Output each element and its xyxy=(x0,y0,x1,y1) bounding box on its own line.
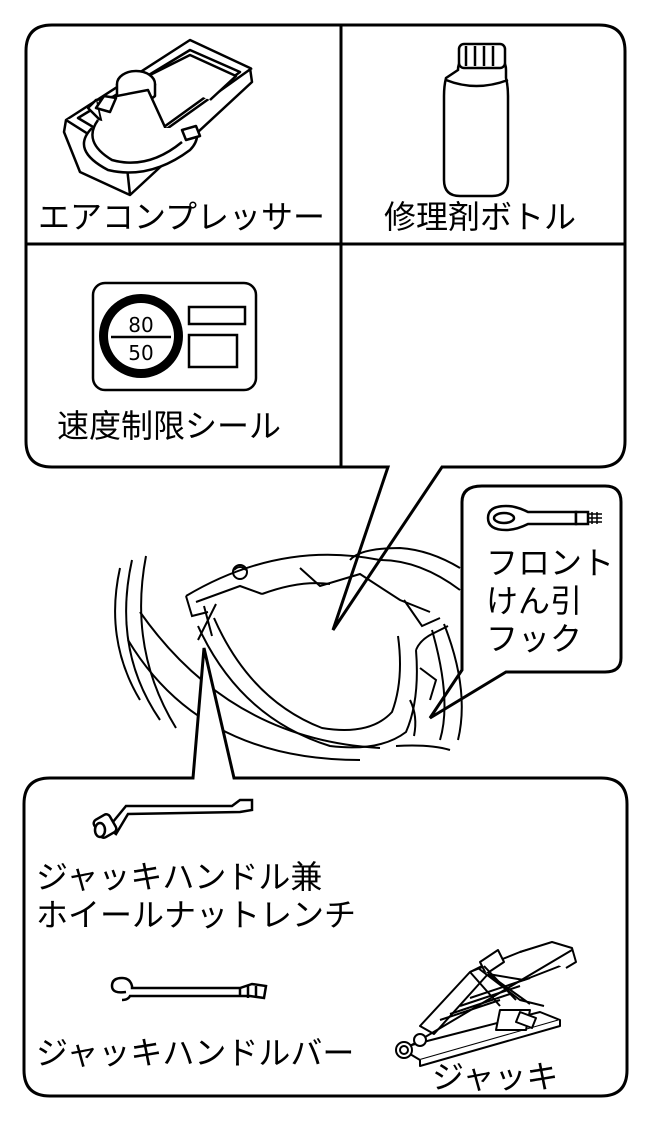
jack-handle-bar-icon xyxy=(110,976,268,1002)
repair-agent-bottle-icon xyxy=(442,42,510,198)
jack-handle-bar-label: ジャッキハンドルバー xyxy=(36,1034,354,1072)
air-compressor-label: エアコンプレッサー xyxy=(38,198,325,236)
wheel-nut-wrench-icon xyxy=(92,798,254,839)
sticker-speed-top: 80 xyxy=(128,313,153,337)
tow-hook-panel xyxy=(428,484,623,720)
repair-agent-bottle-label: 修理剤ボトル xyxy=(384,198,576,236)
wrench-label-line-1: ジャッキハンドル兼 xyxy=(36,858,322,896)
jack-icon xyxy=(395,941,577,1067)
speed-limit-sticker-label: 速度制限シール xyxy=(57,407,281,445)
speed-limit-sticker-icon xyxy=(91,281,258,392)
air-compressor-icon xyxy=(62,38,254,197)
sticker-speed-bottom: 50 xyxy=(128,341,153,365)
wrench-label-line-2: ホイールナットレンチ xyxy=(36,896,356,934)
tow-hook-label-line-3: フック xyxy=(486,620,582,658)
jack-label: ジャッキ xyxy=(432,1058,558,1096)
cargo-area-illustration xyxy=(114,546,463,761)
tow-hook-label-line-1: フロント xyxy=(486,544,614,582)
tow-hook-icon xyxy=(486,504,602,532)
tow-hook-label-line-2: けん引 xyxy=(486,582,582,620)
